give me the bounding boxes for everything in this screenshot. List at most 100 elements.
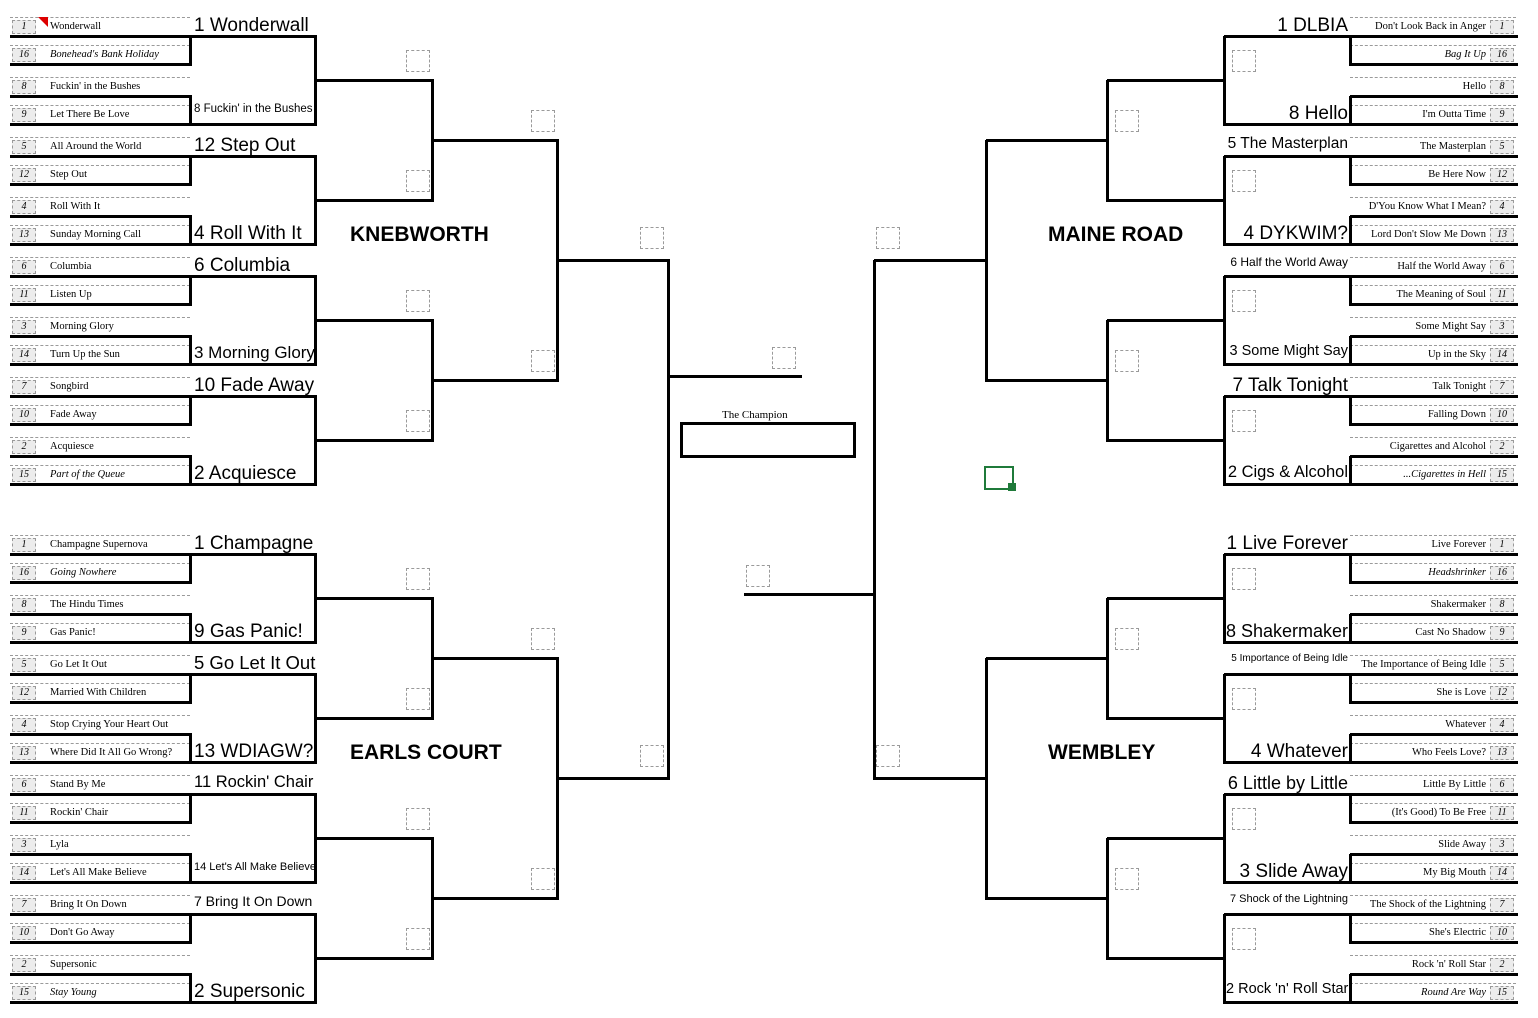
song-entry[interactable]: The Importance of Being Idle [1361, 659, 1486, 670]
song-entry[interactable]: Half the World Away [1397, 261, 1486, 272]
empty-pick-cell[interactable] [531, 628, 555, 650]
song-entry[interactable]: Be Here Now [1428, 169, 1486, 180]
song-entry[interactable]: Bonehead's Bank Holiday [50, 49, 159, 60]
song-entry[interactable]: Champagne Supernova [50, 539, 148, 550]
round2-pick[interactable]: 8 Fuckin' in the Bushes [194, 103, 313, 115]
round2-pick[interactable]: 1 Live Forever [1226, 533, 1348, 554]
champion-cell[interactable] [680, 422, 856, 458]
song-entry[interactable]: Don't Look Back in Anger [1375, 21, 1486, 32]
song-entry[interactable]: (It's Good) To Be Free [1391, 807, 1486, 818]
song-entry[interactable]: Some Might Say [1415, 321, 1486, 332]
song-entry[interactable]: Columbia [50, 261, 92, 272]
song-entry[interactable]: Turn Up the Sun [50, 349, 120, 360]
song-entry[interactable]: ...Cigarettes in Hell [1403, 469, 1486, 480]
song-entry[interactable]: Live Forever [1431, 539, 1486, 550]
round2-pick[interactable]: 4 DYKWIM? [1243, 223, 1348, 244]
song-entry[interactable]: The Masterplan [1419, 141, 1486, 152]
song-entry[interactable]: Don't Go Away [50, 927, 115, 938]
round2-pick[interactable]: 2 Acquiesce [194, 463, 297, 484]
song-entry[interactable]: Morning Glory [50, 321, 114, 332]
empty-pick-cell[interactable] [1232, 50, 1256, 72]
empty-pick-cell[interactable] [531, 350, 555, 372]
empty-pick-cell[interactable] [406, 688, 430, 710]
empty-pick-cell[interactable] [876, 745, 900, 767]
empty-pick-cell[interactable] [1115, 868, 1139, 890]
empty-pick-cell[interactable] [1115, 628, 1139, 650]
song-entry[interactable]: Part of the Queue [50, 469, 125, 480]
empty-pick-cell[interactable] [1115, 350, 1139, 372]
song-entry[interactable]: D'You Know What I Mean? [1368, 201, 1486, 212]
empty-pick-cell[interactable] [1232, 290, 1256, 312]
song-entry[interactable]: Songbird [50, 381, 89, 392]
round2-pick[interactable]: 12 Step Out [194, 135, 296, 156]
song-entry[interactable]: Going Nowhere [50, 567, 117, 578]
empty-pick-cell[interactable] [1232, 170, 1256, 192]
round2-pick[interactable]: 1 Wonderwall [194, 15, 309, 36]
empty-pick-cell[interactable] [746, 565, 770, 587]
song-entry[interactable]: Stay Young [50, 987, 97, 998]
fill-handle-icon[interactable] [1008, 483, 1016, 491]
empty-pick-cell[interactable] [406, 170, 430, 192]
song-entry[interactable]: Fuckin' in the Bushes [50, 81, 141, 92]
song-entry[interactable]: Rock 'n' Roll Star [1411, 959, 1486, 970]
round2-pick[interactable]: 6 Little by Little [1227, 773, 1348, 793]
empty-pick-cell[interactable] [406, 50, 430, 72]
empty-pick-cell[interactable] [640, 227, 664, 249]
empty-pick-cell[interactable] [1232, 928, 1256, 950]
song-entry[interactable]: Little By Little [1423, 779, 1486, 790]
song-entry[interactable]: She's Electric [1429, 927, 1486, 938]
song-entry[interactable]: Stand By Me [50, 779, 106, 790]
song-entry[interactable]: Rockin' Chair [50, 807, 109, 818]
round2-pick[interactable]: 2 Cigs & Alcohol [1227, 463, 1348, 481]
song-entry[interactable]: Go Let It Out [50, 659, 107, 670]
song-entry[interactable]: Let There Be Love [50, 109, 130, 120]
round2-pick[interactable]: 4 Roll With It [194, 223, 302, 244]
song-entry[interactable]: Listen Up [50, 289, 92, 300]
song-entry[interactable]: Up in the Sky [1427, 349, 1486, 360]
round2-pick[interactable]: 5 Go Let It Out [194, 652, 316, 673]
round2-pick[interactable]: 5 The Masterplan [1227, 135, 1348, 152]
song-entry[interactable]: Bag It Up [1444, 49, 1486, 60]
song-entry[interactable]: Gas Panic! [50, 627, 96, 638]
empty-pick-cell[interactable] [406, 568, 430, 590]
round2-pick[interactable]: 7 Bring It On Down [194, 893, 313, 909]
round2-pick[interactable]: 1 DLBIA [1277, 15, 1348, 36]
round2-pick[interactable]: 7 Shock of the Lightning [1229, 893, 1348, 905]
empty-pick-cell[interactable] [772, 347, 796, 369]
song-entry[interactable]: Wonderwall [50, 21, 102, 32]
song-entry[interactable]: I'm Outta Time [1422, 109, 1486, 120]
round2-pick[interactable]: 14 Let's All Make Believe [194, 861, 316, 873]
round2-pick[interactable]: 13 WDIAGW? [194, 741, 314, 762]
round2-pick[interactable]: 6 Half the World Away [1230, 255, 1348, 269]
empty-pick-cell[interactable] [1232, 688, 1256, 710]
song-entry[interactable]: The Shock of the Lightning [1369, 899, 1486, 910]
round2-pick[interactable]: 3 Slide Away [1239, 861, 1348, 882]
round2-pick[interactable]: 11 Rockin' Chair [194, 773, 314, 791]
song-entry[interactable]: The Hindu Times [50, 599, 124, 610]
round2-pick[interactable]: 6 Columbia [194, 255, 291, 276]
round2-pick[interactable]: 4 Whatever [1250, 741, 1348, 762]
song-entry[interactable]: She is Love [1436, 687, 1486, 698]
song-entry[interactable]: Stop Crying Your Heart Out [50, 719, 169, 730]
round2-pick[interactable]: 3 Some Might Say [1229, 343, 1348, 359]
song-entry[interactable]: Bring It On Down [50, 899, 127, 910]
round2-pick[interactable]: 9 Gas Panic! [194, 621, 303, 642]
song-entry[interactable]: All Around the World [50, 141, 142, 152]
song-entry[interactable]: My Big Mouth [1422, 867, 1486, 878]
empty-pick-cell[interactable] [406, 290, 430, 312]
song-entry[interactable]: Who Feels Love? [1411, 747, 1486, 758]
song-entry[interactable]: Cigarettes and Alcohol [1389, 441, 1486, 452]
empty-pick-cell[interactable] [1232, 808, 1256, 830]
song-entry[interactable]: Shakermaker [1430, 599, 1486, 610]
empty-pick-cell[interactable] [531, 868, 555, 890]
round2-pick[interactable]: 7 Talk Tonight [1232, 375, 1349, 396]
empty-pick-cell[interactable] [1115, 110, 1139, 132]
round2-pick[interactable]: 8 Hello [1288, 103, 1348, 124]
round2-pick[interactable]: 3 Morning Glory [194, 343, 315, 362]
empty-pick-cell[interactable] [640, 745, 664, 767]
round2-pick[interactable]: 8 Shakermaker [1226, 621, 1349, 641]
song-entry[interactable]: Talk Tonight [1432, 381, 1486, 392]
song-entry[interactable]: Sunday Morning Call [50, 229, 141, 240]
empty-pick-cell[interactable] [531, 110, 555, 132]
song-entry[interactable]: Let's All Make Believe [50, 867, 147, 878]
